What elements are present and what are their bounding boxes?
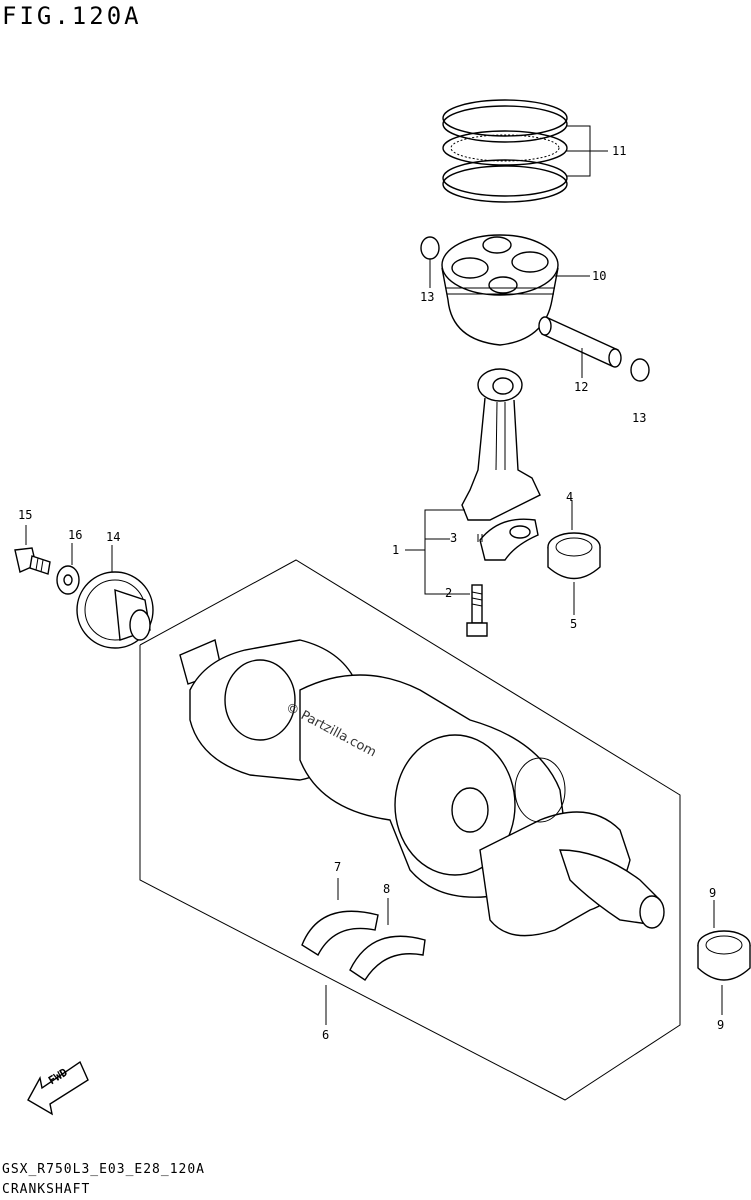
callout-7: 7 (334, 860, 342, 874)
callout-10: 10 (592, 269, 607, 283)
callout-11: 11 (612, 144, 627, 158)
callout-13-left: 13 (420, 290, 435, 304)
figure-code: GSX_R750L3_E03_E28_120A (2, 1162, 206, 1177)
callout-9-top: 9 (709, 886, 717, 900)
crankshaft-box (139, 559, 681, 1101)
thrust-bearing-8 (349, 898, 426, 981)
callout-8: 8 (383, 882, 391, 896)
circlip-right (630, 358, 650, 382)
callout-12: 12 (574, 380, 589, 394)
callout-16: 16 (68, 528, 83, 542)
fwd-arrow (27, 1060, 89, 1116)
callout-5: 5 (570, 617, 578, 631)
callout-14: 14 (106, 530, 121, 544)
callout-1: 1 (392, 543, 400, 557)
sprocket-14 (76, 545, 154, 649)
callout-9-bottom: 9 (717, 1018, 725, 1032)
piston (441, 234, 590, 346)
circlip-left (420, 236, 440, 288)
connecting-rod (461, 368, 541, 561)
main-bearing-9 (697, 900, 751, 1015)
conrod-bearing (547, 500, 601, 615)
callout-2: 2 (445, 586, 453, 600)
figure-caption: CRANKSHAFT (2, 1182, 91, 1197)
thrust-bearing-7 (301, 878, 379, 956)
callout-13-right: 13 (632, 411, 647, 425)
callout-4: 4 (566, 490, 574, 504)
washer-16 (56, 543, 80, 595)
piston-rings (442, 99, 608, 203)
crankshaft (179, 639, 665, 937)
bracket-1 (405, 509, 470, 595)
callout-6: 6 (322, 1028, 330, 1042)
callout-15: 15 (18, 508, 33, 522)
piston-pin (538, 316, 622, 378)
callout-3: 3 (450, 531, 458, 545)
figure-title: FIG.120A (2, 2, 142, 30)
bolt-15 (14, 525, 51, 575)
conrod-bolt (466, 584, 488, 637)
